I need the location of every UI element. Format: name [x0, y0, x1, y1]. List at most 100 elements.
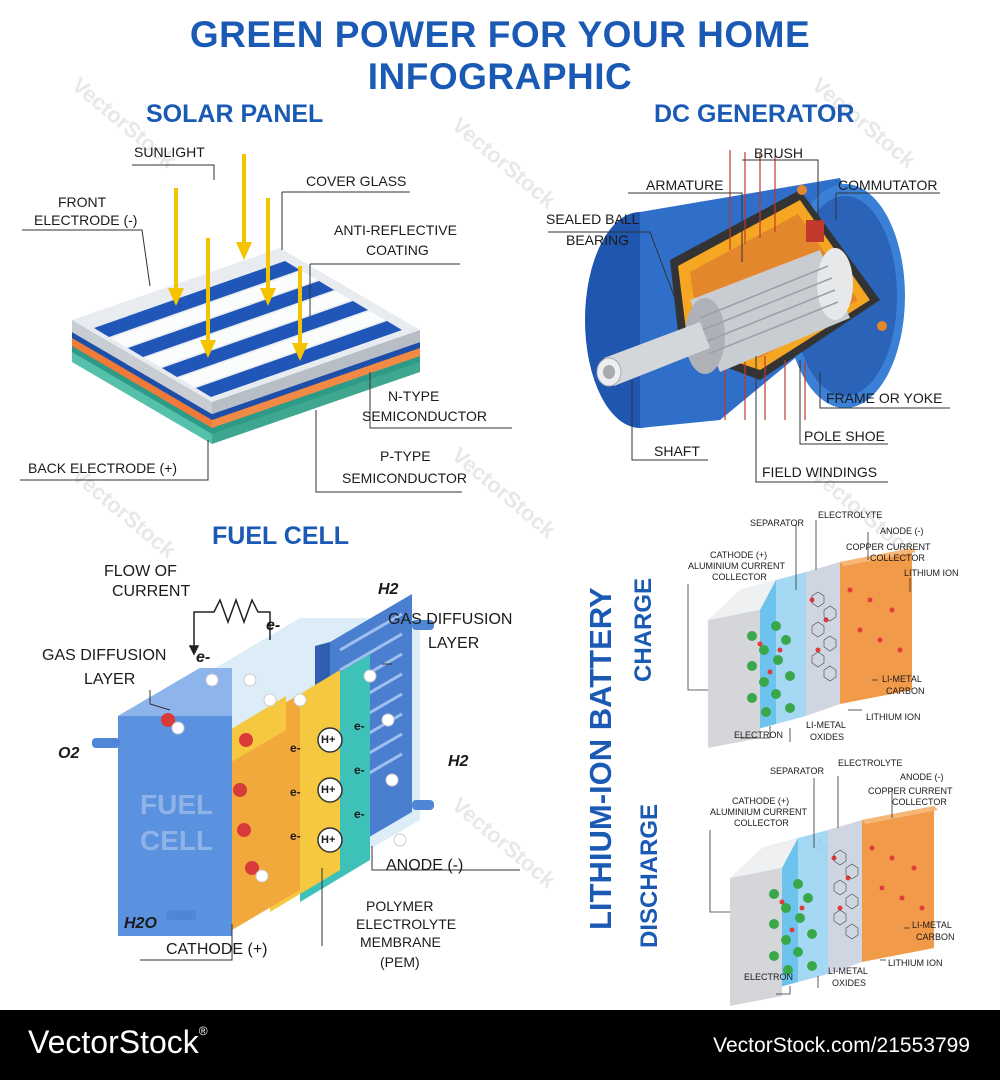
pem-label: POLYMER — [366, 898, 434, 914]
fuel-text: FUEL — [140, 789, 214, 820]
discharge-anode-label: ANODE (-) — [900, 772, 944, 782]
pipes — [92, 620, 434, 920]
discharge-li-metal-oxides-label-2: OXIDES — [832, 978, 867, 988]
page-subtitle: INFOGRAPHIC — [367, 56, 633, 97]
electron-label: e- — [354, 807, 365, 821]
charge-electrolyte-label: ELECTROLYTE — [818, 510, 883, 520]
sealed-ball-label: SEALED BALL — [546, 211, 640, 227]
dc-generator-heading: DC GENERATOR — [654, 100, 855, 128]
discharge-cathode-label-2: ALUMINIUM CURRENT — [710, 807, 808, 817]
brand-logo[interactable]: VectorStock® — [28, 1024, 208, 1061]
discharge-cathode-label: CATHODE (+) — [732, 796, 790, 806]
cell-text: CELL — [140, 825, 214, 856]
h2-right-label: H2 — [448, 753, 469, 770]
footer-bar: VectorStock® VectorStock.com/21553799 — [0, 1010, 1000, 1080]
gdl-left-label: GAS DIFFUSION — [42, 647, 167, 664]
discharge-cathode-label-3: COLLECTOR — [734, 818, 789, 828]
panel-cells — [94, 261, 402, 397]
discharge-separator-label: SEPARATOR — [770, 766, 825, 776]
discharge-li-metal-carbon-label: LI-METAL — [912, 920, 952, 930]
gdl-right-label-2: LAYER — [428, 635, 480, 652]
pem-label-4: (PEM) — [380, 954, 420, 970]
charge-lithium-ion-bottom-label: LITHIUM ION — [866, 712, 921, 722]
back-electrode-label: BACK ELECTRODE (+) — [28, 460, 177, 476]
discharge-copper-label: COPPER CURRENT — [868, 786, 953, 796]
h-plus-label: H+ — [321, 834, 336, 846]
anti-reflective-label-2: COATING — [366, 242, 429, 258]
h-plus-label: H+ — [321, 784, 336, 796]
charge-separator-label: SEPARATOR — [750, 518, 805, 528]
p-type-label-2: SEMICONDUCTOR — [342, 470, 467, 486]
cathode-label: CATHODE (+) — [166, 941, 268, 958]
electron-label: e- — [354, 763, 365, 777]
frame-label: FRAME OR YOKE — [826, 390, 943, 406]
discharge-leaders — [709, 776, 910, 995]
registered-mark: ® — [198, 1024, 208, 1038]
bearing-label: BEARING — [566, 232, 630, 248]
anode-label: ANODE (-) — [386, 857, 464, 874]
stock-url[interactable]: VectorStock.com/21553799 — [713, 1034, 970, 1057]
front-electrode-label-2: ELECTRODE (-) — [34, 212, 138, 228]
pem-label-2: ELECTROLYTE — [356, 916, 457, 932]
fuel-cell-heading: FUEL CELL — [212, 522, 350, 550]
pole-shoe-label: POLE SHOE — [804, 428, 885, 444]
shaft-label: SHAFT — [654, 443, 700, 459]
discharge-electron-label: ELECTRON — [744, 972, 794, 982]
charge-li-metal-oxides-label-2: OXIDES — [810, 732, 845, 742]
electron-label: e- — [354, 719, 365, 733]
gdl-left-label-2: LAYER — [84, 671, 136, 688]
charge-cathode-label-2: ALUMINIUM CURRENT — [688, 561, 786, 571]
flow-of-current-label-2: CURRENT — [112, 583, 191, 600]
charge-li-metal-oxides-label: LI-METAL — [806, 720, 846, 730]
n-type-label: N-TYPE — [388, 388, 440, 404]
discharge-lithium-ion-label: LITHIUM ION — [888, 958, 943, 968]
molecules — [161, 669, 407, 883]
charge-anode-label: ANODE (-) — [880, 526, 924, 536]
brand-name: VectorStock — [28, 1024, 199, 1060]
discharge-copper-label-2: COLLECTOR — [892, 797, 947, 807]
gdl-right-label: GAS DIFFUSION — [388, 611, 513, 628]
sunlight-label: SUNLIGHT — [134, 144, 205, 160]
charge-lithium-ion-top-label: LITHIUM ION — [904, 568, 959, 578]
discharge-li-metal-carbon-label-2: CARBON — [916, 932, 955, 942]
electron-top-label: e- — [266, 617, 281, 634]
discharge-li-metal-oxides-label: LI-METAL — [828, 966, 868, 976]
commutator-label: COMMUTATOR — [838, 177, 938, 193]
discharge-battery — [730, 806, 938, 1006]
front-plate — [118, 668, 232, 936]
discharge-electrolyte-label: ELECTROLYTE — [838, 758, 903, 768]
field-windings-label: FIELD WINDINGS — [762, 464, 878, 480]
charge-cathode-label: CATHODE (+) — [710, 550, 768, 560]
h-plus-label: H+ — [321, 734, 336, 746]
page-title: GREEN POWER FOR YOUR HOME — [189, 14, 811, 55]
cover-glass-label: COVER GLASS — [306, 173, 407, 189]
solar-panel-heading: SOLAR PANEL — [146, 100, 324, 128]
armature-label: ARMATURE — [646, 177, 724, 193]
charge-copper-label-2: COLLECTOR — [870, 553, 925, 563]
anti-reflective-label: ANTI-REFLECTIVE — [334, 222, 457, 238]
p-type-label: P-TYPE — [380, 448, 431, 464]
charge-cathode-label-3: COLLECTOR — [712, 572, 767, 582]
flow-of-current-label: FLOW OF — [104, 563, 177, 580]
o2-label: O2 — [58, 745, 80, 762]
brush-label: BRUSH — [754, 145, 804, 161]
electron-label: e- — [290, 741, 301, 755]
h2o-label: H2O — [124, 915, 157, 932]
pem-label-3: MEMBRANE — [360, 934, 441, 950]
electron-label: e- — [290, 829, 301, 843]
generator-cutaway — [670, 150, 887, 420]
charge-leaders — [687, 520, 911, 742]
charge-electron-label: ELECTRON — [734, 730, 784, 740]
electron-left-label: e- — [196, 649, 211, 666]
generator-shaft — [596, 322, 710, 387]
electron-label: e- — [290, 785, 301, 799]
sunlight-arrows — [168, 154, 308, 361]
n-type-label-2: SEMICONDUCTOR — [362, 408, 487, 424]
charge-copper-label: COPPER CURRENT — [846, 542, 931, 552]
